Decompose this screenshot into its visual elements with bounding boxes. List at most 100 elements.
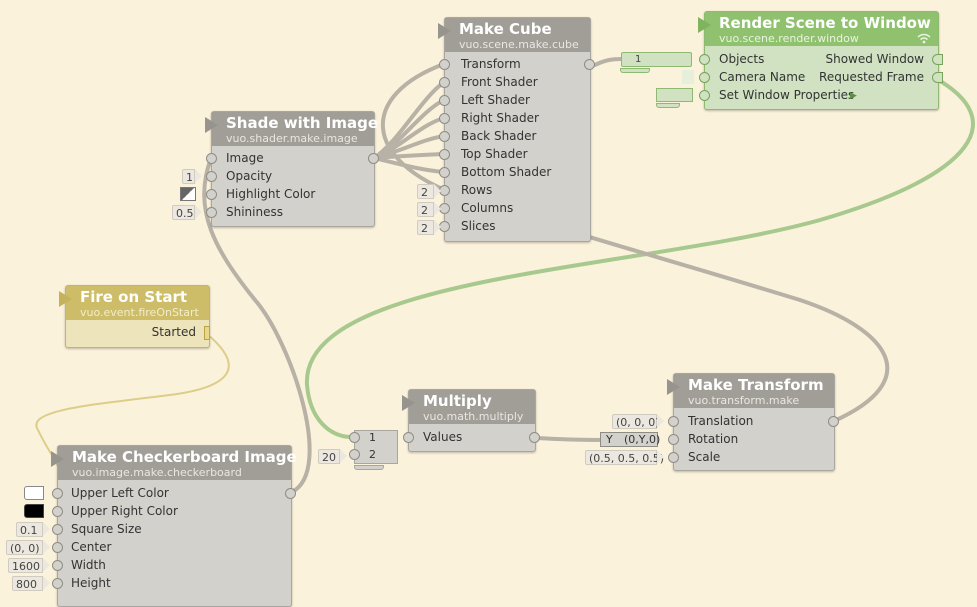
camera-name-constant[interactable] [682,70,694,84]
objects-port[interactable] [699,54,710,65]
showed-window-port[interactable] [932,54,943,65]
objects-drawer-handle[interactable] [620,68,650,73]
node-collapse-triangle-icon[interactable] [698,17,711,33]
list-item-2-label: 2 [369,448,376,461]
cable-transform-to-cube [380,62,890,423]
window-properties-drawer-handle[interactable] [656,103,680,108]
requested-frame-port[interactable] [932,72,943,83]
rows-constant[interactable]: 2 [417,184,441,199]
shininess-constant[interactable]: 0.5 [172,205,202,220]
list-item-2-constant[interactable]: 20 [318,449,347,464]
square-size-constant[interactable]: 0.1 [16,522,50,537]
values-list-drawer[interactable]: 1 2 [349,430,398,464]
node-class-name: vuo.image.make.checkerboard [72,466,242,479]
upper-right-color-label: Upper Right Color [71,504,178,518]
width-port[interactable] [52,560,63,571]
square-size-port[interactable] [52,524,63,535]
shininess-port[interactable] [206,207,217,218]
upper-left-color-port[interactable] [52,488,63,499]
node-collapse-triangle-icon[interactable] [205,117,218,133]
image-port[interactable] [206,153,217,164]
started-label: Started [151,325,196,339]
right-shader-port[interactable] [439,113,450,124]
list-item-1-port[interactable] [349,432,360,443]
values-port[interactable] [403,432,414,443]
objects-list-drawer[interactable]: 1 [621,52,692,67]
bottom-shader-port[interactable] [439,167,450,178]
started-port[interactable] [204,326,210,340]
cable-start-to-checkerboard [35,333,230,466]
square-size-label: Square Size [71,522,142,536]
shader-output-port[interactable] [368,153,379,164]
set-window-properties-port[interactable] [699,90,710,101]
center-port[interactable] [52,542,63,553]
center-label: Center [71,540,112,554]
shade-with-image-node[interactable]: Shade with Image vuo.shader.make.image I… [205,111,379,227]
scale-constant[interactable]: (0.5, 0.5, 0.5) [585,450,664,465]
upper-right-color-port[interactable] [52,506,63,517]
window-properties-drawer[interactable] [656,88,693,102]
cable-checkerboard-to-shade [202,156,312,494]
highlight-color-label: Highlight Color [226,187,316,201]
translation-port[interactable] [668,416,679,427]
make-checkerboard-node[interactable]: Make Checkerboard Image vuo.image.make.c… [51,445,297,607]
center-constant[interactable]: (0, 0) [6,540,50,555]
make-transform-node[interactable]: Make Transform vuo.transform.make Transl… [667,373,839,471]
columns-constant[interactable]: 2 [417,202,441,217]
scale-label: Scale [688,450,721,464]
top-shader-port[interactable] [439,149,450,160]
node-collapse-triangle-icon[interactable] [51,451,64,467]
columns-label: Columns [461,201,514,215]
opacity-constant[interactable]: 1 [182,169,202,184]
multiply-output-port[interactable] [529,432,540,443]
node-title: Fire on Start [80,288,188,306]
upper-left-color-swatch[interactable] [24,486,44,500]
right-shader-label: Right Shader [461,111,539,125]
back-shader-label: Back Shader [461,129,537,143]
highlight-color-port[interactable] [206,189,217,200]
highlight-color-swatch[interactable] [180,187,196,201]
rotation-value: (0,Y,0) [624,433,661,446]
node-collapse-triangle-icon[interactable] [438,23,451,39]
node-class-name: vuo.scene.render.window [719,32,859,45]
camera-name-label: Camera Name [719,70,806,84]
back-shader-port[interactable] [439,131,450,142]
render-scene-node[interactable]: Render Scene to Window vuo.scene.render.… [698,11,943,110]
scale-port[interactable] [668,452,679,463]
object-output-port[interactable] [584,59,595,70]
left-shader-port[interactable] [439,95,450,106]
expand-arrow-icon[interactable]: ▶ [850,91,857,101]
width-constant[interactable]: 1600 [8,558,50,573]
make-cube-node[interactable]: Make Cube vuo.scene.make.cube Transform … [438,17,595,242]
node-collapse-triangle-icon[interactable] [59,291,72,307]
cable-frame-to-multiply [304,76,975,439]
translation-label: Translation [688,414,754,428]
node-title: Make Checkerboard Image [72,448,297,466]
image-output-port[interactable] [285,488,296,499]
translation-constant[interactable]: (0, 0, 0) [612,414,664,429]
opacity-port[interactable] [206,171,217,182]
transform-port[interactable] [439,59,450,70]
camera-name-port[interactable] [699,72,710,83]
height-label: Height [71,576,111,590]
values-drawer-handle[interactable] [354,465,384,470]
cable-cube-to-render [593,57,624,67]
opacity-label: Opacity [226,169,273,183]
rotation-converter[interactable]: Y (0,Y,0) [600,432,661,447]
front-shader-port[interactable] [439,77,450,88]
height-port[interactable] [52,578,63,589]
multiply-node[interactable]: Multiply vuo.math.multiply Values [402,389,540,452]
upper-right-color-swatch[interactable] [24,504,44,518]
list-item-2-port[interactable] [349,449,360,460]
front-shader-label: Front Shader [461,75,538,89]
node-collapse-triangle-icon[interactable] [402,395,415,411]
slices-constant[interactable]: 2 [417,220,441,235]
transform-output-port[interactable] [828,416,839,427]
height-constant[interactable]: 800 [12,576,50,591]
rotation-port[interactable] [668,434,679,445]
upper-left-color-label: Upper Left Color [71,486,169,500]
cable-layer [35,57,975,494]
fire-on-start-node[interactable]: Fire on Start vuo.event.fireOnStart Star… [59,285,210,348]
node-collapse-triangle-icon[interactable] [667,379,680,395]
shininess-label: Shininess [226,205,283,219]
